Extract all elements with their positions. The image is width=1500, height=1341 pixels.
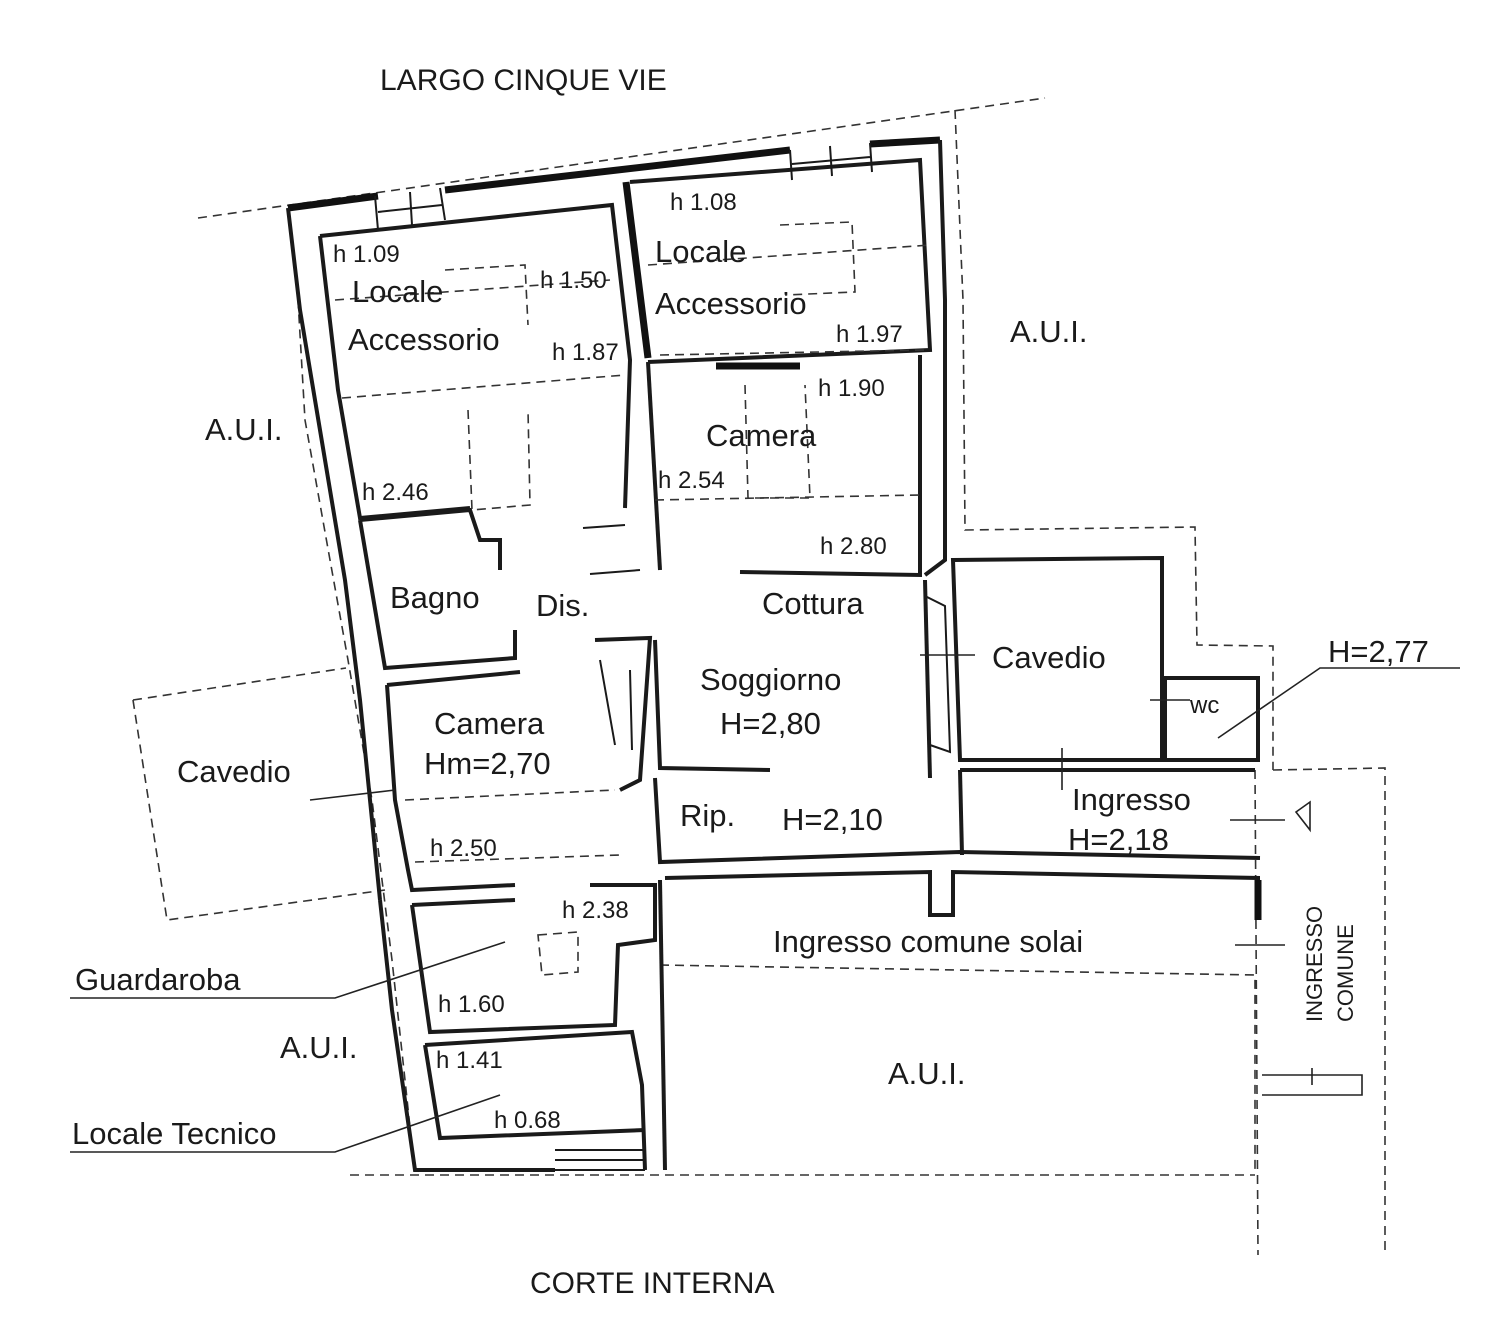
room-bagno: Bagno xyxy=(390,580,480,615)
room-disimpegno: Dis. xyxy=(536,588,589,623)
room-locale-accessorio-right-line2: Accessorio xyxy=(655,286,807,321)
leader-lines xyxy=(70,654,1460,1153)
height-0-68: h 0.68 xyxy=(494,1107,561,1134)
interior-walls xyxy=(318,157,1262,1171)
street-bottom-label: CORTE INTERNA xyxy=(530,1267,774,1300)
room-ingresso-comune-line2: COMUNE xyxy=(1333,924,1358,1022)
area-aui-bottom-left: A.U.I. xyxy=(280,1030,358,1065)
height-2-54: h 2.54 xyxy=(658,467,725,494)
room-ingresso-comune-solai: Ingresso comune solai xyxy=(773,924,1083,959)
exterior-walls xyxy=(286,136,947,1172)
height-1-09: h 1.09 xyxy=(333,241,400,268)
room-ripostiglio-height: H=2,10 xyxy=(782,802,883,837)
height-1-50: h 1.50 xyxy=(540,267,607,294)
room-camera-left: Camera xyxy=(434,706,545,741)
height-1-90: h 1.90 xyxy=(818,375,885,402)
height-1-08: h 1.08 xyxy=(670,189,737,216)
room-ingresso: Ingresso xyxy=(1072,782,1191,817)
room-soggiorno: Soggiorno xyxy=(700,662,841,697)
room-locale-accessorio-left-line2: Accessorio xyxy=(348,322,500,357)
height-1-97: h 1.97 xyxy=(836,321,903,348)
room-wc: wc xyxy=(1189,692,1219,719)
room-camera-top: Camera xyxy=(706,418,817,453)
height-2-38: h 2.38 xyxy=(562,897,629,924)
height-1-60: h 1.60 xyxy=(438,991,505,1018)
room-cavedio-left: Cavedio xyxy=(177,754,291,789)
room-locale-accessorio-right-line1: Locale xyxy=(655,234,746,269)
height-2-80: h 2.80 xyxy=(820,533,887,560)
room-locale-tecnico: Locale Tecnico xyxy=(72,1116,277,1151)
area-aui-left: A.U.I. xyxy=(205,412,283,447)
window-marks xyxy=(374,142,873,231)
room-guardaroba: Guardaroba xyxy=(75,962,241,997)
height-2-50: h 2.50 xyxy=(430,835,497,862)
height-1-87: h 1.87 xyxy=(552,339,619,366)
room-ripostiglio: Rip. xyxy=(680,798,735,833)
room-camera-left-height: Hm=2,70 xyxy=(424,746,551,781)
room-soggiorno-height: H=2,80 xyxy=(720,706,821,741)
room-ingresso-comune-line1: INGRESSO xyxy=(1302,906,1327,1022)
room-wc-height: H=2,77 xyxy=(1328,634,1429,669)
area-aui-bottom: A.U.I. xyxy=(888,1056,966,1091)
room-locale-accessorio-left-line1: Locale xyxy=(352,274,443,309)
area-aui-right: A.U.I. xyxy=(1010,314,1088,349)
boundary-lines xyxy=(132,97,1386,1256)
interior-dashes xyxy=(334,221,931,863)
height-1-41: h 1.41 xyxy=(436,1047,503,1074)
street-top-label: LARGO CINQUE VIE xyxy=(380,64,667,97)
room-ingresso-height: H=2,18 xyxy=(1068,822,1169,857)
height-2-46: h 2.46 xyxy=(362,479,429,506)
room-cottura: Cottura xyxy=(762,586,864,621)
room-cavedio-center: Cavedio xyxy=(992,640,1106,675)
